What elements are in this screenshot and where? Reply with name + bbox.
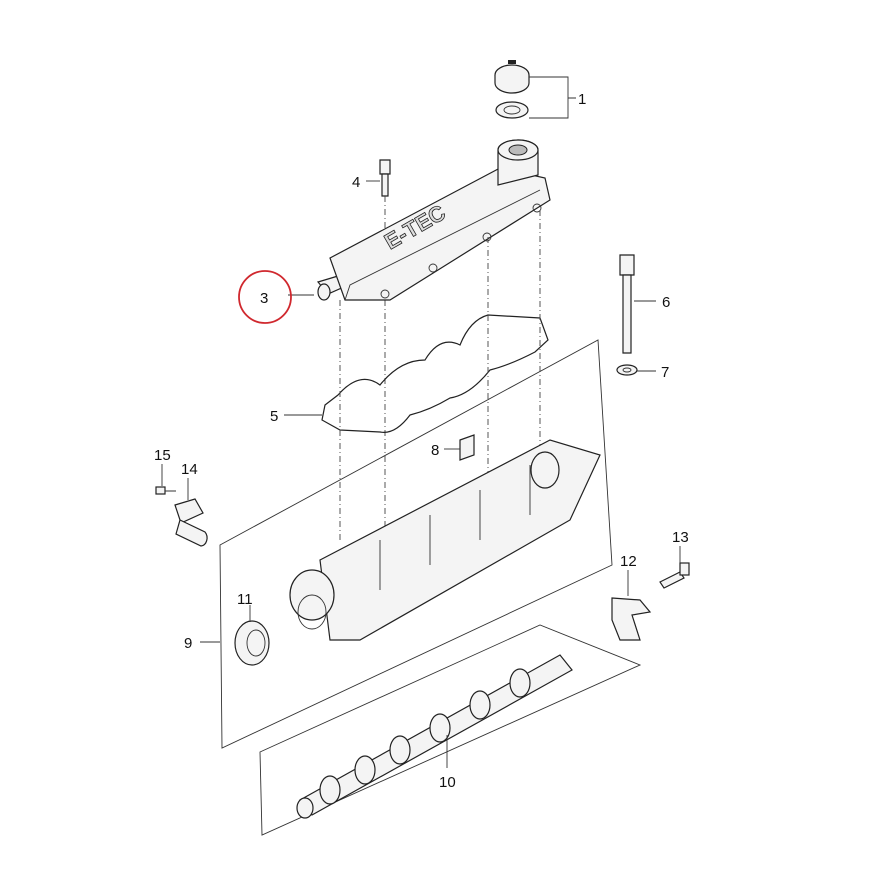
callout-7: 7 [661, 364, 669, 381]
callout-11: 11 [237, 591, 253, 608]
part-12-bracket[interactable] [611, 570, 652, 641]
part-7-washer[interactable] [616, 364, 656, 376]
part-9-camshaft-carrier[interactable] [200, 339, 613, 749]
callout-9: 9 [184, 635, 192, 652]
part-6-bolt[interactable] [619, 254, 656, 354]
callout-5: 5 [270, 408, 278, 425]
part-13-bolt[interactable] [659, 546, 690, 589]
callout-6: 6 [662, 294, 670, 311]
part-1-oil-cap[interactable] [494, 60, 576, 119]
callout-12: 12 [620, 553, 637, 570]
part-14-sensor[interactable] [174, 478, 208, 547]
part-15-bolt[interactable] [155, 464, 176, 495]
part-3-breather-fitting[interactable] [238, 270, 347, 324]
part-4-bolt[interactable] [366, 159, 391, 560]
callout-13: 13 [672, 529, 689, 546]
callout-4: 4 [352, 174, 360, 191]
part-8-tappet[interactable] [444, 434, 475, 461]
callout-14: 14 [181, 461, 198, 478]
callout-3: 3 [260, 290, 268, 307]
highlight-circle [238, 270, 292, 324]
cylinder-head-cover[interactable]: E-TEC [329, 139, 551, 301]
callout-1: 1 [578, 91, 586, 108]
callout-10: 10 [439, 774, 456, 791]
callout-labels: 1 3 4 5 6 7 8 9 10 11 12 13 14 15 [154, 91, 689, 791]
part-11-oil-seal[interactable] [234, 605, 270, 666]
part-10-camshaft[interactable] [259, 624, 642, 836]
callout-15: 15 [154, 447, 171, 464]
callout-8: 8 [431, 442, 439, 459]
